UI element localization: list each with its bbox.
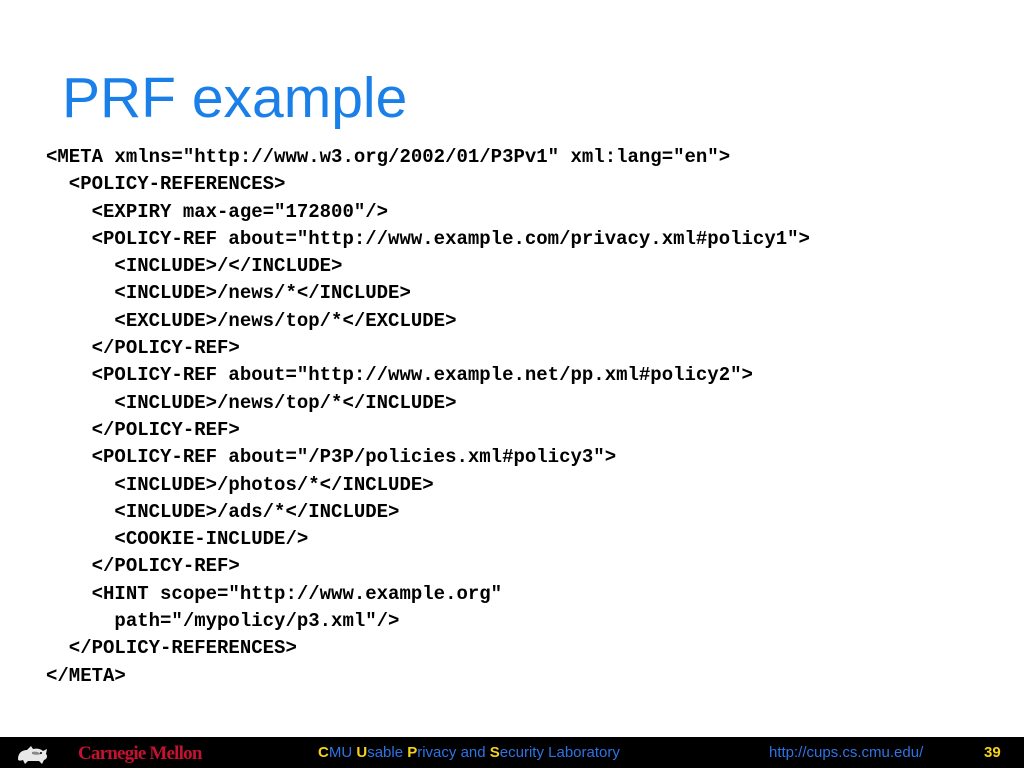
code-line: <INCLUDE>/news/*</INCLUDE> (46, 282, 411, 305)
code-line: </META> (46, 664, 126, 687)
lab-name-text: sable (367, 744, 408, 761)
code-line: <COOKIE-INCLUDE/> (46, 528, 309, 551)
code-line: </POLICY-REF> (46, 337, 240, 360)
code-line: <INCLUDE>/ads/*</INCLUDE> (46, 500, 400, 523)
code-line: <HINT scope="http://www.example.org" (46, 582, 503, 605)
code-line: <EXPIRY max-age="172800"/> (46, 200, 389, 223)
code-block: <META xmlns="http://www.w3.org/2002/01/P… (46, 144, 810, 690)
code-line: </POLICY-REF> (46, 555, 240, 578)
slide-title: PRF example (62, 66, 408, 130)
lab-name: CMU Usable Privacy and Security Laborato… (318, 744, 620, 761)
code-line: <POLICY-REF about="/P3P/policies.xml#pol… (46, 446, 617, 469)
scottie-dog-icon (18, 746, 48, 764)
code-line: path="/mypolicy/p3.xml"/> (46, 610, 400, 633)
code-line: <INCLUDE>/</INCLUDE> (46, 255, 343, 278)
lab-name-text: MU (328, 744, 357, 761)
lab-name-initial: P (407, 744, 418, 761)
footer-bar: Carnegie Mellon CMU Usable Privacy and S… (0, 737, 1024, 768)
code-line: <META xmlns="http://www.w3.org/2002/01/P… (46, 146, 731, 168)
lab-name-text: ecurity Laboratory (499, 744, 620, 761)
lab-name-initial: U (356, 744, 368, 761)
carnegie-mellon-wordmark: Carnegie Mellon (78, 743, 202, 764)
code-line: <POLICY-REFERENCES> (46, 173, 286, 196)
code-line: </POLICY-REFERENCES> (46, 637, 297, 660)
lab-name-initial: S (489, 744, 500, 761)
lab-name-text: rivacy and (417, 744, 490, 761)
code-line: </POLICY-REF> (46, 418, 240, 441)
code-line: <EXCLUDE>/news/top/*</EXCLUDE> (46, 309, 457, 332)
code-line: <INCLUDE>/news/top/*</INCLUDE> (46, 391, 457, 414)
code-line: <INCLUDE>/photos/*</INCLUDE> (46, 473, 434, 496)
lab-name-initial: C (318, 744, 329, 761)
footer-url-link[interactable]: http://cups.cs.cmu.edu/ (769, 744, 924, 761)
code-line: <POLICY-REF about="http://www.example.ne… (46, 364, 753, 387)
code-line: <POLICY-REF about="http://www.example.co… (46, 227, 810, 250)
page-number: 39 (984, 744, 1001, 761)
